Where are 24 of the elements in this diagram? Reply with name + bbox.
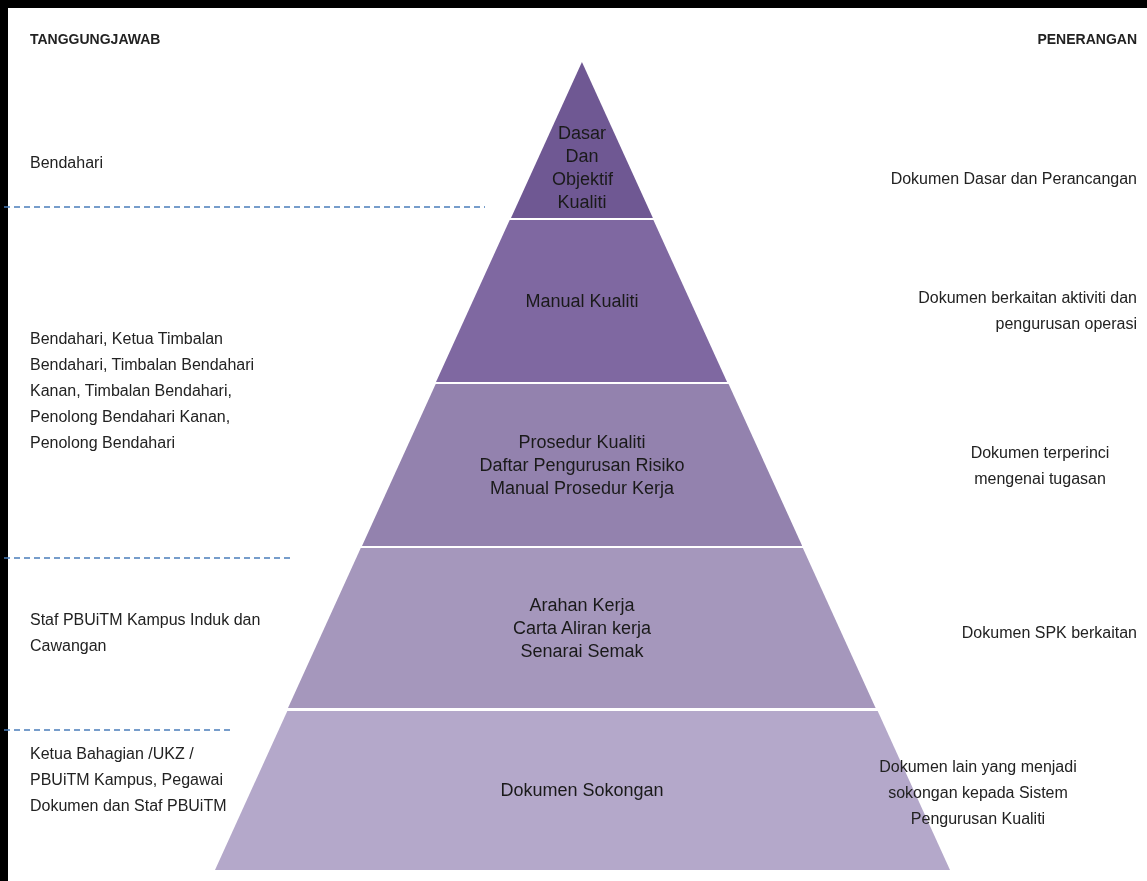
column-heading: PENERANGAN: [1037, 30, 1137, 49]
responsibility-text: Bendahari: [30, 153, 104, 173]
tier-label: Manual Kualiti: [525, 289, 639, 313]
pyramid-tier: [436, 220, 728, 382]
description-text: Dokumen lain yang menjadi sokongan kepada Sistem Pengurusan Kualiti: [878, 757, 1078, 829]
responsibility-text: Staf PBUiTM Kampus Induk dan Cawangan: [30, 610, 262, 656]
tier-label: Carta Aliran kerja: [512, 616, 651, 640]
description-text: Dokumen terperinci mengenai tugasan: [969, 443, 1111, 489]
tier-label: Dasar Dan Objektif Kualiti: [552, 122, 612, 214]
description-text: Dokumen berkaitan aktiviti dan pengurusan operasi: [917, 288, 1137, 334]
description-text: Dokumen SPK berkaitan: [960, 623, 1137, 643]
tier-label: Prosedur Kualiti: [518, 430, 646, 454]
tier-label: Dokumen Sokongan: [500, 779, 664, 802]
pyramid-tier: [511, 62, 653, 218]
description-text: Dokumen Dasar dan Perancangan: [889, 169, 1137, 189]
pyramid-tier: [288, 548, 876, 708]
responsibility-text: Bendahari, Ketua Timbalan Bendahari, Timbalan Bendahari Kanan, Timbalan Bendahari, Penolong Bendahari Kanan, Penolong Bendahari: [30, 329, 256, 453]
pyramid-tier: [361, 384, 803, 546]
tier-label: Manual Prosedur Kerja: [489, 476, 675, 500]
tier-label: Daftar Pengurusan Risiko: [479, 453, 685, 477]
column-heading: TANGGUNGJAWAB: [30, 30, 161, 49]
responsibility-text: Ketua Bahagian /UKZ / PBUiTM Kampus, Pegawai Dokumen dan Staf PBUiTM: [30, 744, 228, 816]
tier-label: Arahan Kerja: [529, 593, 635, 617]
tier-label: Senarai Semak: [520, 639, 644, 663]
